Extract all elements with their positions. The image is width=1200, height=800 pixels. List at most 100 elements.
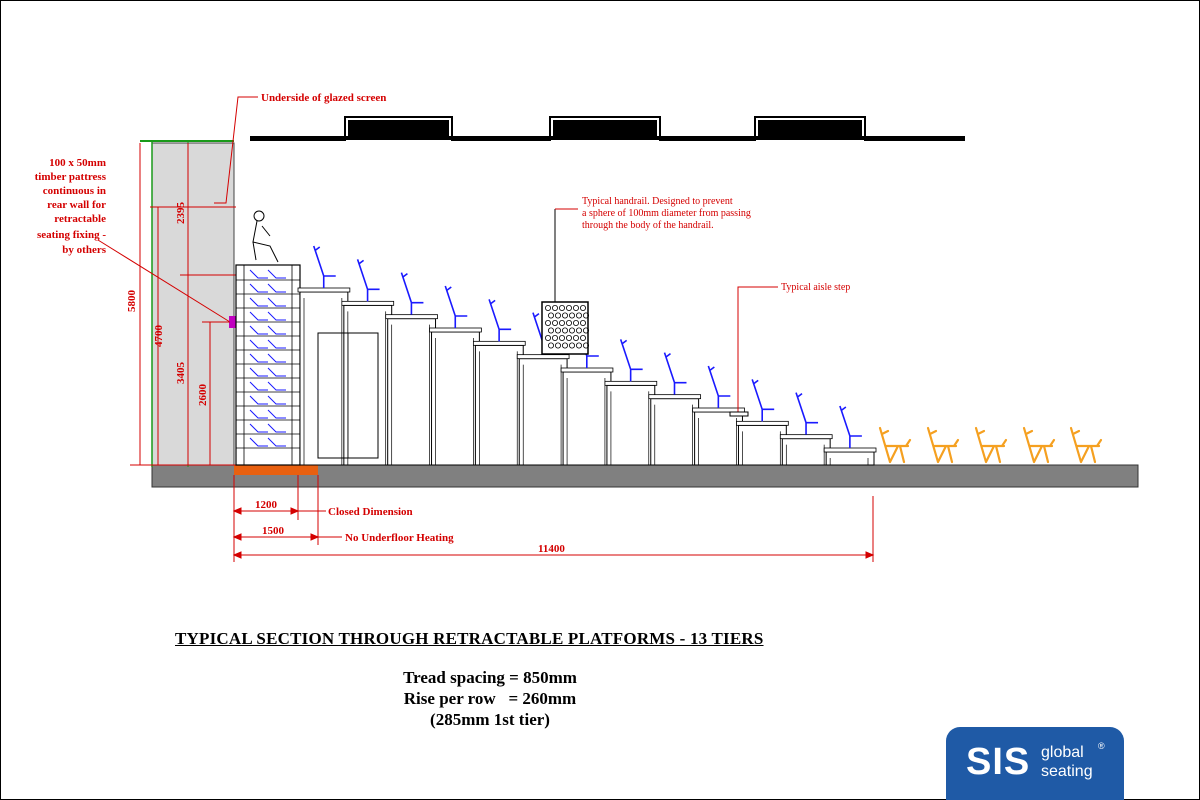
platform-tier (825, 451, 875, 466)
handrail-hole (548, 312, 555, 319)
pattress-line-6: seating fixing - (37, 229, 106, 241)
handrail-hole (576, 342, 583, 349)
loose-chair (974, 426, 1008, 464)
handrail-hole (562, 342, 569, 349)
handrail-hole (562, 327, 569, 334)
handrail-hole (552, 319, 559, 326)
logo-line-2: seating (1041, 763, 1093, 780)
platform-nosing (429, 327, 482, 333)
handrail-hole (580, 334, 587, 341)
sis-global-seating-logo: SIS global ® seating (946, 727, 1124, 800)
stack-folded-seat (249, 367, 286, 377)
platform-tier (343, 304, 393, 466)
platform-tier (781, 438, 831, 466)
platform-nosing (516, 354, 570, 360)
handrail-note-line-3: through the body of the handrail. (582, 220, 714, 231)
stack-folded-seat (249, 409, 286, 419)
tier-seat (488, 299, 512, 342)
platform-nosing (385, 314, 438, 320)
stepped-platforms (297, 287, 877, 466)
platform-tier (606, 384, 656, 466)
platform-tier (474, 344, 524, 466)
base-plate (234, 465, 318, 475)
platform-tier (518, 358, 568, 466)
handrail-hole (569, 342, 576, 349)
seated-person (252, 210, 279, 263)
stack-folded-seat (249, 423, 286, 433)
handrail-hole (545, 319, 552, 326)
handrail-note-line-1: Typical handrail. Designed to prevent (582, 196, 733, 207)
glazed-screen (250, 116, 965, 141)
aisle-step-leader (737, 286, 778, 412)
platform-nosing (692, 407, 745, 413)
loose-chair (1069, 426, 1103, 464)
pattress-line-2: timber pattress (35, 171, 107, 183)
pattress-line-3: continuous in (43, 185, 106, 197)
tread-spacing-note: Tread spacing = 850mm (403, 668, 577, 687)
drawing-title: TYPICAL SECTION THROUGH RETRACTABLE PLAT… (175, 629, 764, 648)
tier-seat (619, 339, 643, 382)
logo-mark: SIS (966, 741, 1031, 783)
handrail-hole (583, 312, 590, 319)
handrail-hole (580, 304, 587, 311)
stack-folded-seat (249, 339, 286, 349)
stack-folded-seat (249, 297, 286, 307)
handrail-hole (562, 312, 569, 319)
platform-tier (431, 331, 480, 466)
handrail-hole (566, 319, 573, 326)
tier-seat (444, 285, 468, 328)
first-tier-note: (285mm 1st tier) (430, 710, 550, 729)
stack-folded-seat (249, 353, 286, 363)
loose-chair (1022, 426, 1056, 464)
handrail-hole (566, 304, 573, 311)
horizontal-dimensions (232, 475, 875, 562)
dim-2600: 2600 (197, 384, 209, 407)
platform-nosing (297, 287, 351, 293)
design-notes: Tread spacing = 850mm Rise per row = 260… (380, 667, 600, 730)
tier-seat (663, 352, 687, 395)
logo-registered-mark: ® (1098, 741, 1105, 751)
loose-chair (926, 426, 960, 464)
handrail-hole (545, 304, 552, 311)
handrail-hole (573, 334, 580, 341)
platform-nosing (779, 434, 833, 440)
dim-1500: 1500 (262, 525, 285, 537)
rise-per-row-note: Rise per row = 260mm (403, 689, 577, 708)
glazed-screen-label: Underside of glazed screen (261, 92, 386, 104)
platform-nosing (736, 420, 789, 426)
closed-dimension-label: Closed Dimension (328, 506, 413, 518)
dim-11400: 11400 (538, 543, 565, 555)
platform-tier (562, 371, 612, 466)
aisle-step-label: Typical aisle step (781, 282, 850, 293)
platform-nosing (604, 380, 658, 386)
pattress-leader (97, 239, 231, 323)
handrail-hole (548, 327, 555, 334)
tier-seat (839, 405, 862, 448)
handrail-hole (559, 319, 566, 326)
stack-folded-seat (249, 269, 286, 279)
loose-chairs (878, 426, 1103, 464)
handrail-hole (552, 334, 559, 341)
platform-nosing (823, 447, 877, 453)
tier-seat (707, 365, 731, 408)
pattress-line-4: rear wall for (47, 199, 106, 211)
tier-seat (312, 245, 336, 288)
no-underfloor-heating-label: No Underfloor Heating (345, 532, 454, 544)
handrail-hole (569, 312, 576, 319)
stack-folded-seat (249, 437, 286, 447)
platform-tier (650, 398, 700, 466)
vertical-dimensions (130, 143, 236, 466)
retractable-stack (235, 264, 301, 466)
logo-line-1: global (1041, 744, 1084, 761)
dim-5800: 5800 (126, 290, 138, 313)
handrail-hole (548, 342, 555, 349)
handrail-hole (552, 304, 559, 311)
platform-nosing (648, 394, 702, 400)
handrail (541, 208, 590, 355)
handrail-hole (576, 327, 583, 334)
handrail-hole (559, 334, 566, 341)
platform-tier (299, 291, 349, 466)
timber-pattress (229, 316, 236, 328)
dim-3405: 3405 (175, 362, 187, 385)
